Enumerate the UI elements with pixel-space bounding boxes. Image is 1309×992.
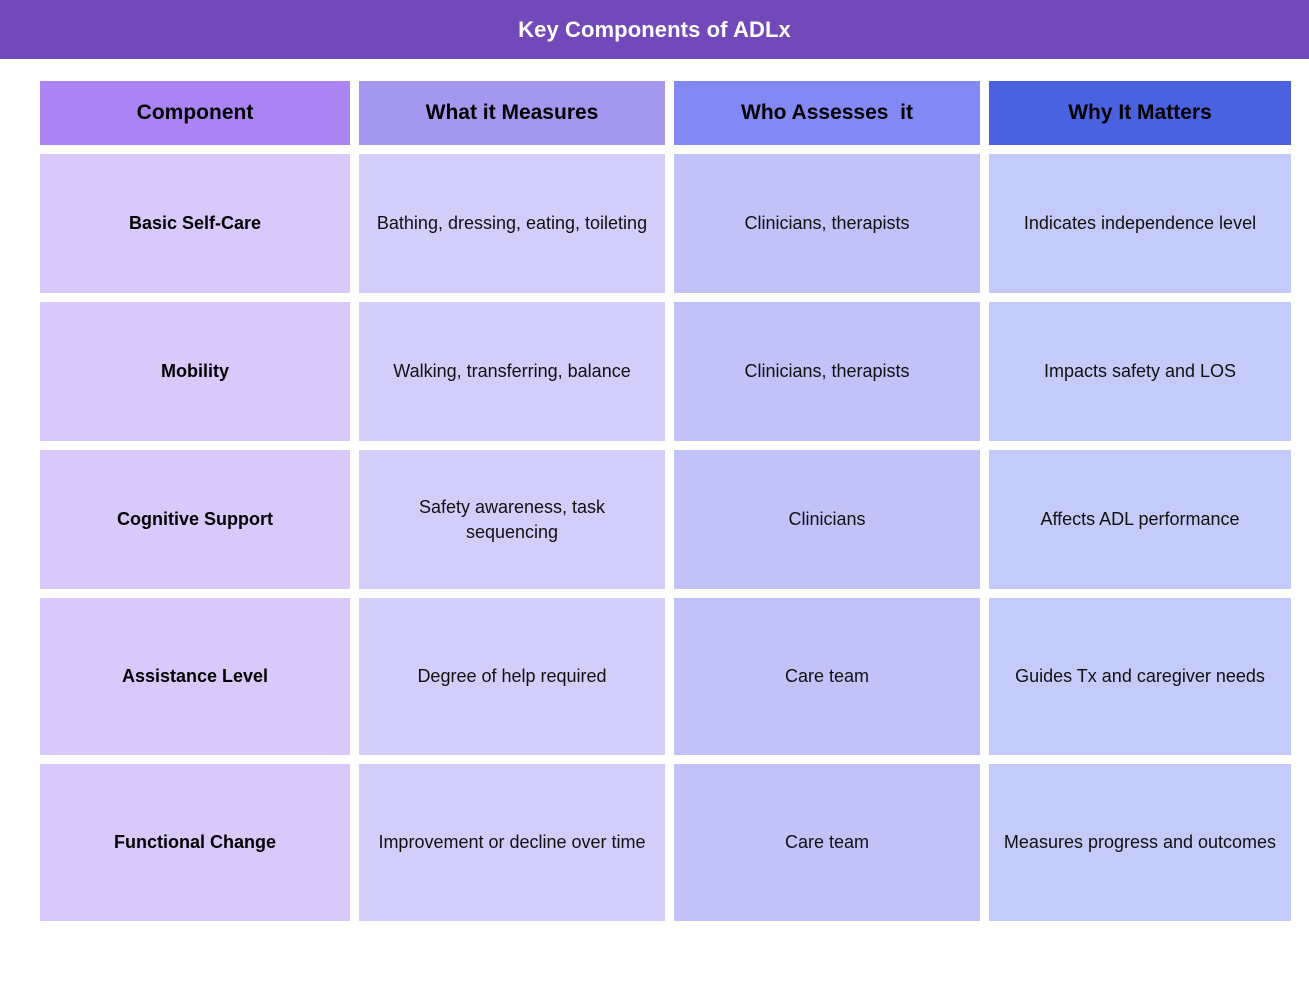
cell-why: Measures progress and outcomes: [989, 764, 1291, 921]
cell-assessor: Clinicians, therapists: [674, 154, 980, 293]
cell-assessor: Care team: [674, 764, 980, 921]
page-title: Key Components of ADLx: [518, 16, 791, 42]
cell-component: Functional Change: [40, 764, 350, 921]
cell-assessor: Clinicians: [674, 450, 980, 589]
cell-measures: Improvement or decline over time: [359, 764, 665, 921]
table-container: Component What it Measures Who Assesses …: [0, 59, 1309, 948]
cell-component: Assistance Level: [40, 598, 350, 755]
column-header-why-it-matters: Why It Matters: [989, 81, 1291, 145]
cell-component: Basic Self-Care: [40, 154, 350, 293]
table-row: Assistance Level Degree of help required…: [40, 598, 1291, 755]
column-header-component: Component: [40, 81, 350, 145]
table-row: Mobility Walking, transferring, balance …: [40, 302, 1291, 441]
table-header-row: Component What it Measures Who Assesses …: [40, 81, 1291, 145]
table-row: Cognitive Support Safety awareness, task…: [40, 450, 1291, 589]
cell-assessor: Care team: [674, 598, 980, 755]
cell-measures: Bathing, dressing, eating, toileting: [359, 154, 665, 293]
cell-why: Impacts safety and LOS: [989, 302, 1291, 441]
column-header-who-assesses-it: Who Assesses it: [674, 81, 980, 145]
cell-assessor: Clinicians, therapists: [674, 302, 980, 441]
cell-measures: Walking, transferring, balance: [359, 302, 665, 441]
cell-why: Affects ADL performance: [989, 450, 1291, 589]
cell-why: Indicates independence level: [989, 154, 1291, 293]
column-header-what-it-measures: What it Measures: [359, 81, 665, 145]
table-row: Basic Self-Care Bathing, dressing, eatin…: [40, 154, 1291, 293]
title-bar: Key Components of ADLx: [0, 0, 1309, 59]
cell-component: Mobility: [40, 302, 350, 441]
cell-why: Guides Tx and caregiver needs: [989, 598, 1291, 755]
cell-measures: Degree of help required: [359, 598, 665, 755]
table-row: Functional Change Improvement or decline…: [40, 764, 1291, 921]
cell-component: Cognitive Support: [40, 450, 350, 589]
key-components-table: Component What it Measures Who Assesses …: [31, 72, 1300, 930]
cell-measures: Safety awareness, task sequencing: [359, 450, 665, 589]
